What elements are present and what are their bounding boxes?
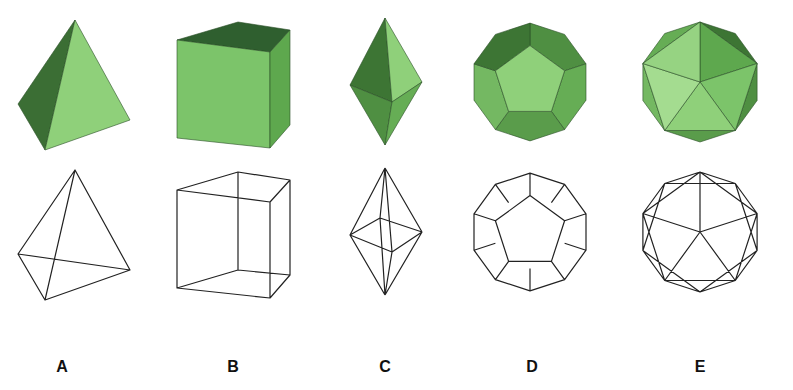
solid-face: [643, 22, 700, 82]
figure-label: C: [379, 358, 391, 376]
icosahedron-wireframe: [643, 172, 757, 292]
solid-face: [495, 46, 564, 112]
figure-label: E: [695, 358, 706, 376]
solid-face: [270, 30, 290, 148]
solid-face: [665, 131, 736, 143]
solid-face: [495, 111, 564, 140]
octahedron-solid: [350, 18, 422, 145]
cube-solid: [177, 22, 290, 148]
solid-face: [350, 85, 392, 145]
solid-face: [45, 20, 130, 150]
icosahedron-solid: [643, 22, 757, 142]
figure-label: A: [56, 358, 68, 376]
dodecahedron-wireframe: [474, 173, 586, 291]
solid-face: [177, 40, 270, 148]
tetrahedron-wireframe: [18, 170, 130, 300]
solid-face: [385, 82, 422, 145]
figure-label: B: [227, 358, 239, 376]
figure-label: D: [526, 358, 538, 376]
octahedron-wireframe: [350, 168, 422, 295]
dodecahedron-solid: [474, 23, 586, 141]
cube-wireframe: [177, 172, 290, 298]
tetrahedron-solid: [18, 20, 130, 150]
